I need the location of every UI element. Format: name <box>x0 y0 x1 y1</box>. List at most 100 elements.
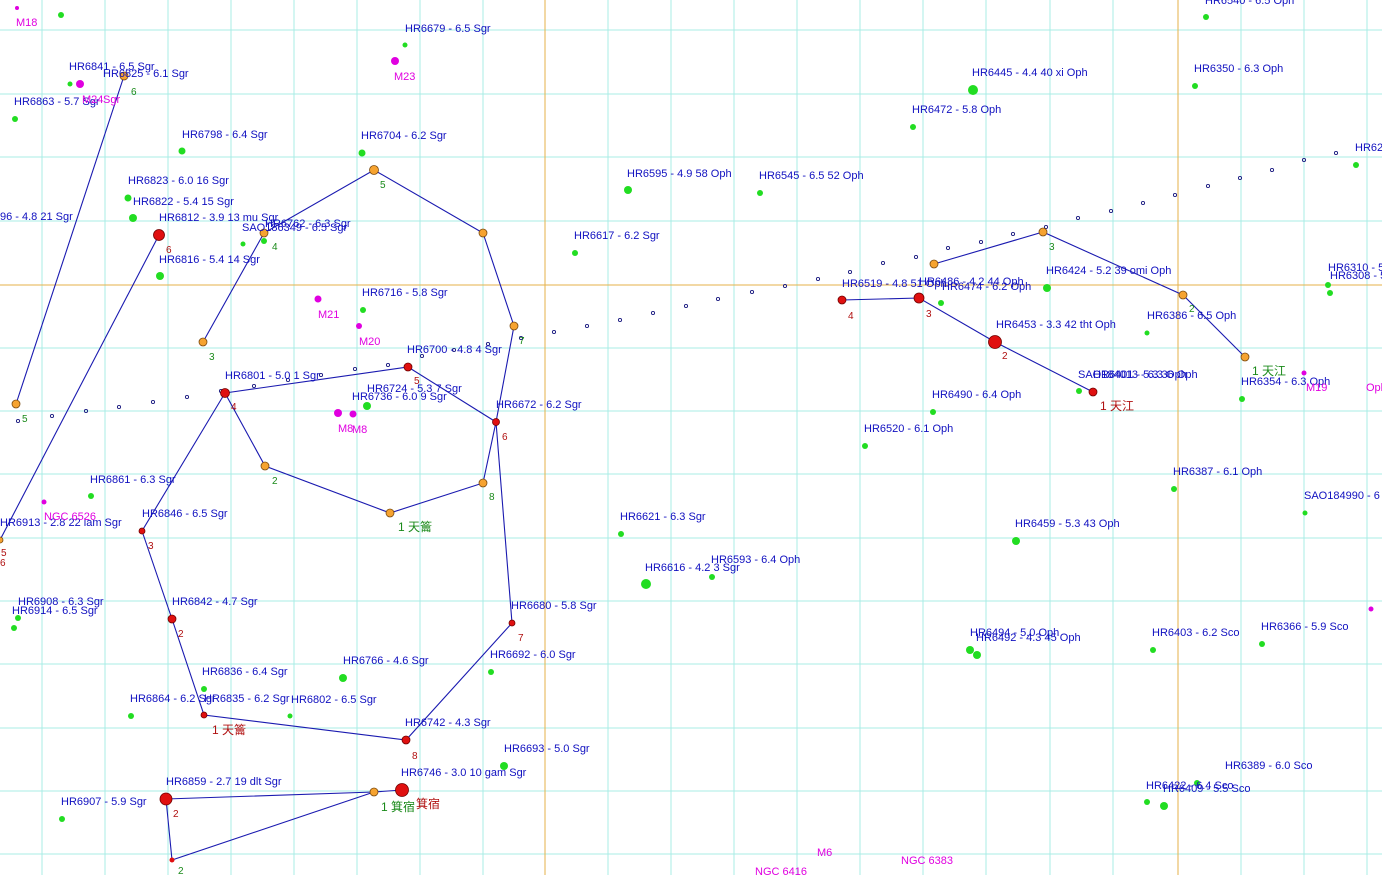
asterism-star[interactable] <box>138 527 146 535</box>
asterism-star[interactable] <box>478 478 488 488</box>
deep-sky-marker[interactable] <box>356 323 362 329</box>
asterism-star[interactable] <box>198 337 208 347</box>
star-marker[interactable] <box>1239 396 1245 402</box>
star-marker[interactable] <box>1160 802 1168 810</box>
asterism-star[interactable] <box>837 295 847 305</box>
asterism-star[interactable] <box>0 536 4 544</box>
star-marker[interactable] <box>129 214 137 222</box>
deep-sky-marker[interactable] <box>314 295 322 303</box>
star-marker[interactable] <box>1043 284 1051 292</box>
deep-sky-marker[interactable] <box>76 80 84 88</box>
asterism-star[interactable] <box>403 362 413 372</box>
asterism-star[interactable] <box>220 388 230 398</box>
star-marker[interactable] <box>261 238 267 244</box>
star-marker[interactable] <box>1076 388 1082 394</box>
star-marker[interactable] <box>709 574 715 580</box>
star-marker[interactable] <box>67 81 73 87</box>
star-marker[interactable] <box>1203 14 1209 20</box>
star-marker[interactable] <box>358 149 366 157</box>
asterism-star[interactable] <box>259 228 269 238</box>
asterism-star[interactable] <box>988 335 1002 349</box>
asterism-star[interactable] <box>159 792 173 806</box>
star-marker[interactable] <box>488 669 494 675</box>
deep-sky-marker[interactable] <box>391 57 399 65</box>
star-marker[interactable] <box>966 646 974 654</box>
asterism-star[interactable] <box>401 735 411 745</box>
star-marker[interactable] <box>1302 510 1308 516</box>
star-marker[interactable] <box>128 713 134 719</box>
deep-sky-marker[interactable] <box>15 6 19 10</box>
star-marker[interactable] <box>287 713 293 719</box>
star-marker[interactable] <box>124 194 132 202</box>
asterism-star[interactable] <box>395 783 409 797</box>
asterism-star[interactable] <box>913 292 925 304</box>
star-marker[interactable] <box>938 300 944 306</box>
star-marker[interactable] <box>12 116 18 122</box>
star-marker[interactable] <box>15 615 21 621</box>
star-marker[interactable] <box>360 307 366 313</box>
deep-sky-marker[interactable] <box>1301 370 1307 376</box>
star-marker[interactable] <box>1012 537 1020 545</box>
asterism-star[interactable] <box>167 614 177 624</box>
asterism-star[interactable] <box>492 418 500 426</box>
star-marker[interactable] <box>1259 641 1265 647</box>
asterism-star[interactable] <box>385 508 395 518</box>
star-marker[interactable] <box>757 190 763 196</box>
star-marker[interactable] <box>1144 799 1150 805</box>
star-marker[interactable] <box>973 651 981 659</box>
asterism-star[interactable] <box>369 787 379 797</box>
star-marker[interactable] <box>402 42 408 48</box>
star-marker[interactable] <box>156 272 164 280</box>
star-marker[interactable] <box>11 625 17 631</box>
star-marker[interactable] <box>862 443 868 449</box>
star-marker[interactable] <box>618 531 624 537</box>
star-marker[interactable] <box>968 85 978 95</box>
star-marker[interactable] <box>930 409 936 415</box>
star-marker[interactable] <box>500 762 508 770</box>
asterism-star[interactable] <box>11 399 21 409</box>
star-marker[interactable] <box>1144 330 1150 336</box>
star-marker[interactable] <box>363 402 371 410</box>
star-marker[interactable] <box>1150 647 1156 653</box>
star-marker[interactable] <box>59 816 65 822</box>
deep-sky-marker[interactable] <box>349 410 357 418</box>
deep-sky-marker[interactable] <box>41 499 47 505</box>
star-marker[interactable] <box>1194 780 1200 786</box>
star-marker[interactable] <box>572 250 578 256</box>
star-marker[interactable] <box>910 124 916 130</box>
star-marker[interactable] <box>339 674 347 682</box>
star-marker[interactable] <box>1327 290 1333 296</box>
ecliptic-dots <box>15 150 1339 424</box>
asterism-star[interactable] <box>508 619 516 627</box>
star-marker[interactable] <box>58 12 64 18</box>
star-marker[interactable] <box>88 493 94 499</box>
asterism-star[interactable] <box>1178 290 1188 300</box>
star-marker[interactable] <box>641 579 651 589</box>
asterism-star[interactable] <box>1240 352 1250 362</box>
star-marker[interactable] <box>201 686 207 692</box>
asterism-star[interactable] <box>200 711 208 719</box>
star-marker[interactable] <box>1171 486 1177 492</box>
star-label: HR6861 - 6.3 Sgr <box>90 474 176 486</box>
asterism-star[interactable] <box>1088 387 1098 397</box>
asterism-star[interactable] <box>478 228 488 238</box>
deep-sky-marker[interactable] <box>334 409 342 417</box>
asterism-star[interactable] <box>369 165 379 175</box>
asterism-star[interactable] <box>169 857 175 863</box>
asterism-star[interactable] <box>509 321 519 331</box>
star-marker[interactable] <box>1192 83 1198 89</box>
asterism-star[interactable] <box>260 461 270 471</box>
star-marker[interactable] <box>1325 282 1331 288</box>
asterism-star[interactable] <box>119 71 129 81</box>
asterism-star[interactable] <box>153 229 165 241</box>
star-marker[interactable] <box>240 241 246 247</box>
star-marker[interactable] <box>624 186 632 194</box>
star-marker[interactable] <box>178 147 186 155</box>
asterism-star[interactable] <box>929 259 939 269</box>
deep-sky-marker[interactable] <box>1368 606 1374 612</box>
star-label: HR6310 - 5 <box>1328 262 1382 274</box>
star-label: HR6617 - 6.2 Sgr <box>574 230 660 242</box>
star-marker[interactable] <box>1353 162 1359 168</box>
asterism-star[interactable] <box>1038 227 1048 237</box>
